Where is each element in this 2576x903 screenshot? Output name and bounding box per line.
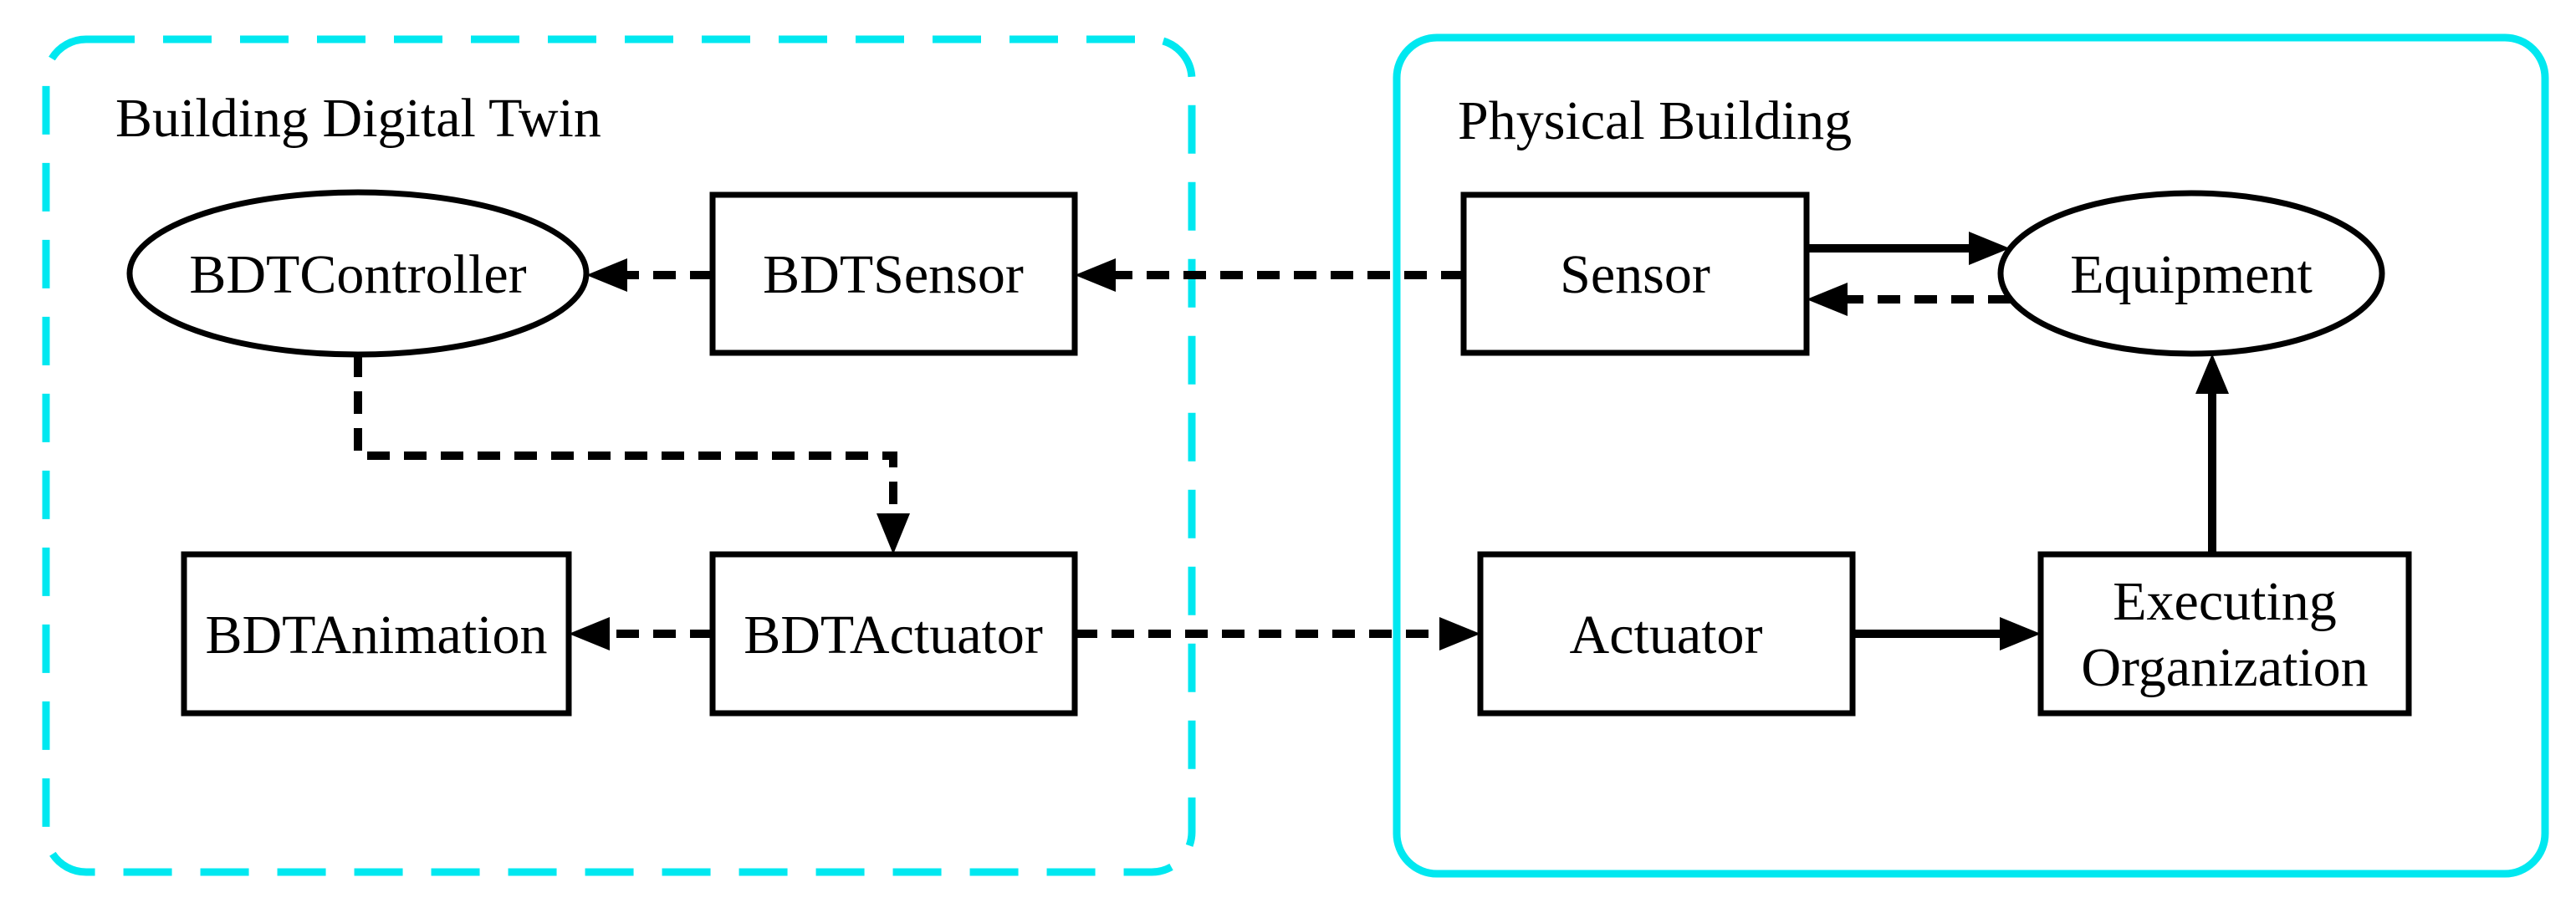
- edge-bdtactuator-to-actuator: [1075, 617, 1480, 650]
- panel-physical-building: Physical Building: [1393, 33, 2549, 878]
- panel-building-digital-twin: Building Digital Twin: [42, 35, 1196, 876]
- edge-actuator-to-executing-organization: [1853, 617, 2041, 650]
- edge-sensor-to-bdtsensor: [1075, 258, 1464, 292]
- edge-line: [354, 355, 897, 513]
- edge-bdtcontroller-to-bdtactuator: [354, 355, 910, 554]
- node-sensor-label: Sensor: [1560, 244, 1710, 305]
- arrowhead: [2195, 354, 2229, 394]
- arrowhead: [1969, 232, 2010, 265]
- node-bdt-sensor: BDTSensor: [709, 191, 1078, 356]
- node-bdt-animation-label: BDTAnimation: [205, 605, 547, 666]
- node-bdt-actuator-label: BDTActuator: [744, 605, 1043, 666]
- arrowhead: [1439, 617, 1480, 650]
- edge-executing-organization-to-equipment: [2195, 354, 2229, 554]
- node-bdt-sensor-label: BDTSensor: [763, 244, 1024, 305]
- panel-title-building-digital-twin: Building Digital Twin: [115, 88, 601, 149]
- arrowhead: [2000, 617, 2041, 650]
- node-sensor: Sensor: [1460, 191, 1810, 356]
- arrowhead: [1807, 283, 1848, 316]
- node-actuator-label: Actuator: [1570, 605, 1763, 666]
- node-bdt-actuator: BDTActuator: [709, 551, 1078, 717]
- arrowhead: [586, 258, 627, 292]
- node-executing-organization-label-line2: Organization: [2081, 637, 2368, 698]
- node-sensor-shape: [1460, 191, 1810, 356]
- node-actuator: Actuator: [1477, 551, 1856, 717]
- node-equipment: Equipment: [1997, 190, 2385, 357]
- node-bdt-controller-shape: [126, 189, 590, 358]
- node-bdt-animation: BDTAnimation: [181, 551, 572, 717]
- arrowhead: [1075, 258, 1116, 292]
- edge-equipment-to-sensor: [1807, 283, 2011, 316]
- edge-sensor-to-equipment: [1807, 232, 2010, 265]
- node-actuator-shape: [1477, 551, 1856, 717]
- node-bdt-controller: BDTController: [126, 189, 590, 358]
- panel-title-physical-building: Physical Building: [1458, 90, 1852, 151]
- edge-bdtsensor-to-bdtcontroller: [586, 258, 713, 292]
- node-equipment-label: Equipment: [2070, 244, 2313, 305]
- node-bdt-controller-label: BDTController: [189, 244, 526, 305]
- node-executing-organization: Executing Organization: [2037, 551, 2412, 717]
- panel-physical-building-border: [1393, 33, 2549, 878]
- node-executing-organization-label-line1: Executing: [2113, 571, 2337, 632]
- node-bdt-sensor-shape: [709, 191, 1078, 356]
- arrowhead: [877, 513, 910, 554]
- node-executing-organization-shape: [2037, 551, 2412, 717]
- node-bdt-actuator-shape: [709, 551, 1078, 717]
- edge-bdtactuator-to-bdtanimation: [569, 617, 713, 650]
- node-equipment-shape: [1997, 190, 2385, 357]
- node-bdt-animation-shape: [181, 551, 572, 717]
- panel-building-digital-twin-border: [42, 35, 1196, 876]
- arrowhead: [569, 617, 610, 650]
